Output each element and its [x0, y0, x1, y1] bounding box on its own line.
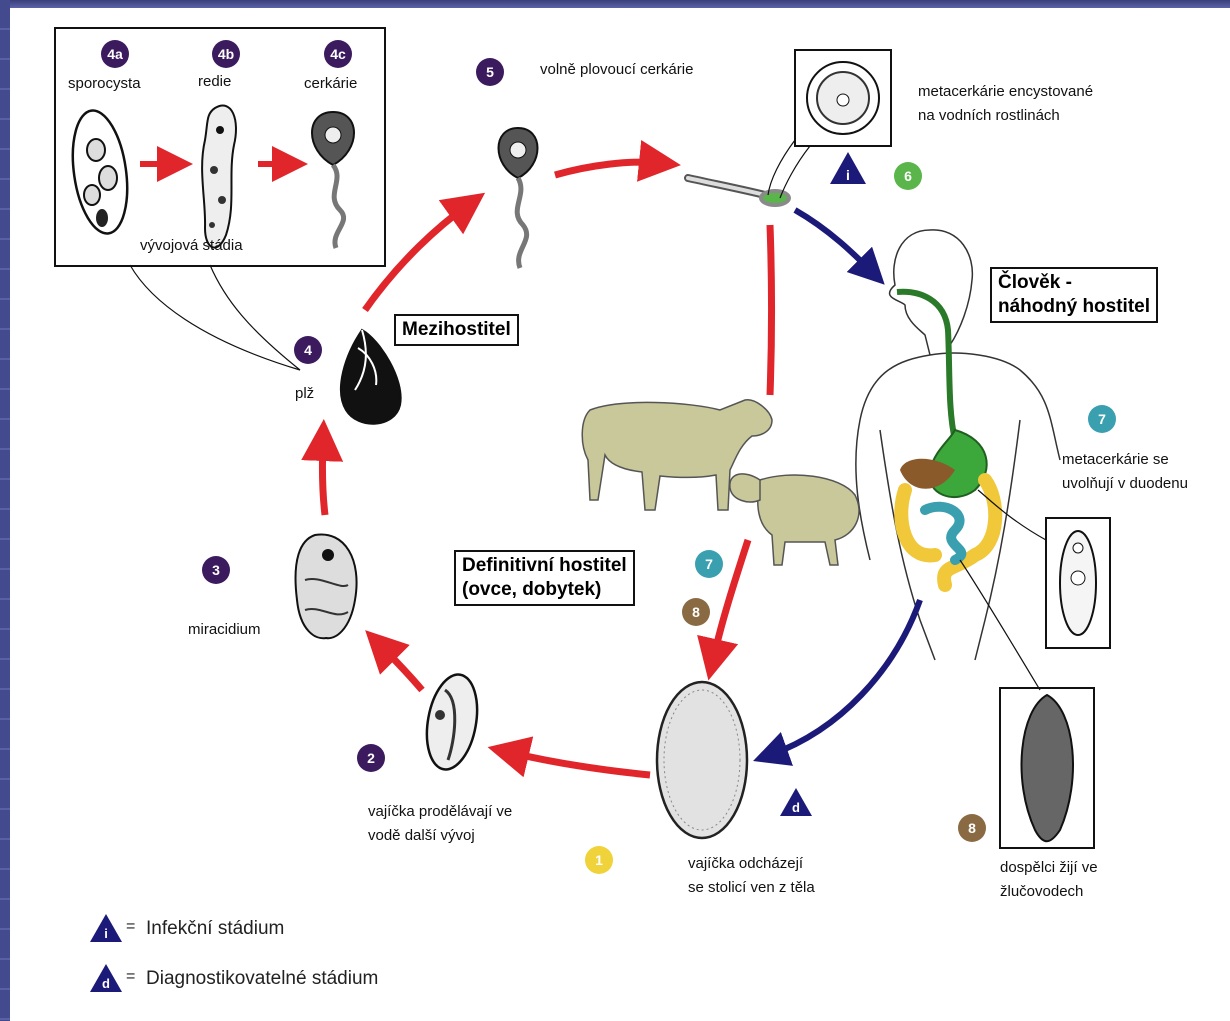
badge-7-human: 7: [1088, 405, 1116, 433]
svg-text:i: i: [846, 167, 850, 183]
arrow-miracidium-to-snail: [322, 440, 325, 515]
miracidium-illustration: [296, 534, 357, 638]
badge-4c: 4c: [324, 40, 352, 68]
label-vyvojova-stadia: vývojová stádia: [140, 236, 243, 256]
badge-7-definitive: 7: [695, 550, 723, 578]
badge-2: 2: [357, 744, 385, 772]
legend-diagnostic-text: Diagnostikovatelné stádium: [146, 968, 378, 990]
label-cerkarie: cerkárie: [304, 74, 357, 94]
arrow-cercaria-to-plant: [555, 162, 660, 175]
badge-5: 5: [476, 58, 504, 86]
sheep-illustration: [730, 474, 859, 565]
label-miracidium: miracidium: [188, 620, 261, 640]
label-dospelci-line2: žlučovodech: [1000, 882, 1083, 902]
label-sporocysta: sporocysta: [68, 74, 141, 94]
label-redie: redie: [198, 72, 231, 92]
arrow-plant-to-human: [795, 210, 872, 272]
svg-text:i: i: [104, 926, 108, 941]
label-uvolnuji-line1: metacerkárie se: [1062, 450, 1169, 470]
intermediate-host-label: Mezihostitel: [394, 314, 519, 346]
human-host-label: Člověk - náhodný hostitel: [990, 267, 1158, 323]
free-cercaria-illustration: [499, 128, 538, 268]
label-metacerkarie-line1: metacerkárie encystované: [918, 82, 1093, 102]
svg-text:d: d: [102, 976, 110, 991]
legend-infective-text: Infekční stádium: [146, 918, 284, 940]
arrow-plant-to-animals: [770, 225, 772, 395]
arrow-human-to-egg: [770, 600, 920, 755]
water-plant-spoon: [688, 178, 791, 207]
arrow-development-to-miracidium: [380, 645, 422, 690]
diagnostic-stage-marker: d: [780, 788, 812, 816]
infective-triangle-icon: i: [88, 912, 124, 944]
label-vajicka-vyvoj-line2: vodě další vývoj: [368, 826, 475, 846]
digestive-tract: [897, 292, 995, 585]
label-vajicka-odchazeji-line1: vajíčka odcházejí: [688, 854, 803, 874]
label-uvolnuji-line2: uvolňují v duodenu: [1062, 474, 1188, 494]
badge-4a: 4a: [101, 40, 129, 68]
pointer-line-1: [130, 265, 300, 370]
label-dospelci-line1: dospělci žijí ve: [1000, 858, 1098, 878]
arrow-egg-to-development: [508, 752, 650, 775]
diagnostic-triangle-icon: d: [88, 962, 124, 994]
svg-text:d: d: [792, 800, 800, 815]
developing-egg-illustration: [420, 671, 484, 774]
badge-4b: 4b: [212, 40, 240, 68]
label-volne-plovouci-cerkarie: volně plovoucí cerkárie: [540, 60, 693, 80]
badge-8-human: 8: [958, 814, 986, 842]
label-vajicka-odchazeji-line2: se stolicí ven z těla: [688, 878, 815, 898]
badge-1: 1: [585, 846, 613, 874]
egg-illustration: [657, 682, 747, 838]
infective-stage-marker: i: [830, 152, 866, 184]
label-vajicka-vyvoj-line1: vajíčka prodělávají ve: [368, 802, 512, 822]
badge-3: 3: [202, 556, 230, 584]
definitive-host-label: Definitivní hostitel (ovce, dobytek): [454, 550, 635, 606]
badge-4: 4: [294, 336, 322, 364]
badge-8-definitive: 8: [682, 598, 710, 626]
badge-6: 6: [894, 162, 922, 190]
label-metacerkarie-line2: na vodních rostlinách: [918, 106, 1060, 126]
label-plz: plž: [295, 384, 314, 404]
snail-illustration: [341, 330, 401, 424]
